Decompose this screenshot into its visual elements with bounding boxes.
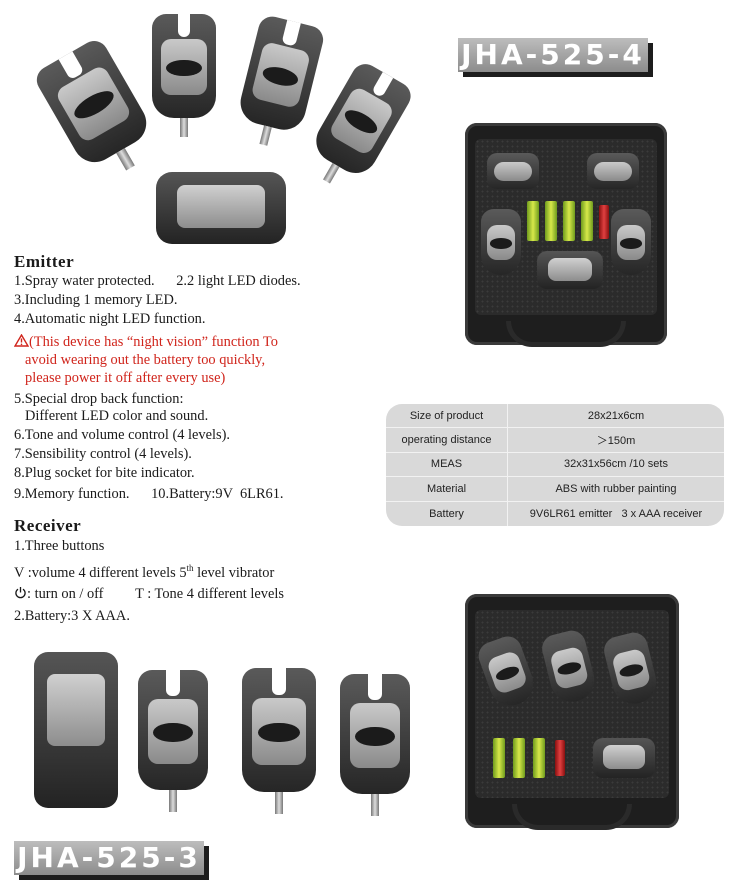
- spec-value: ＞150m: [596, 435, 636, 448]
- spec-value: 9V6LR61 emitter 3 x AAA receiver: [529, 507, 703, 520]
- model-banner-bottom: JHA-525-3: [14, 841, 204, 875]
- spec-label: MEAS: [386, 452, 508, 477]
- emitter-feature-line: 4.Automatic night LED function.: [14, 311, 206, 327]
- spec-value: 32x31x56cm /10 sets: [564, 458, 668, 471]
- spec-label: Material: [386, 477, 508, 501]
- top-case-photo: [465, 123, 667, 347]
- night-vision-warning: (This device has “night vision” function…: [13, 333, 278, 387]
- emitter-feature-list-continued: 5.Special drop back function: Different …: [14, 390, 284, 504]
- emitter-feature-line: 7.Sensibility control (4 levels).: [14, 446, 192, 462]
- bite-alarm-1: [138, 670, 208, 812]
- bite-alarm-4: [308, 58, 416, 184]
- emitter-feature-line: 6.Tone and volume control (4 levels).: [14, 427, 230, 443]
- bite-alarm-1: [31, 35, 155, 171]
- bite-alarm-2: [152, 14, 216, 137]
- table-row: Battery 9V6LR61 emitter 3 x AAA receiver: [386, 501, 724, 526]
- bite-alarm-2: [242, 668, 316, 815]
- receiver-feature-line: 1.Three buttons: [14, 538, 105, 554]
- receiver-feature-list: 1.Three buttons V :volume 4 different le…: [14, 537, 284, 626]
- spec-label: operating distance: [386, 428, 508, 452]
- warning-line: (This device has “night vision” function…: [29, 334, 278, 350]
- receiver-tone-text: T : Tone 4 different levels: [135, 585, 284, 602]
- receiver-device: [156, 172, 286, 244]
- receiver-power-text: : turn on / off: [27, 585, 104, 602]
- spec-value: ABS with rubber painting: [555, 482, 677, 495]
- warning-line: avoid wearing out the battery too quickl…: [25, 352, 266, 368]
- receiver-device: [34, 652, 118, 808]
- emitter-feature-line: 3.Including 1 memory LED.: [14, 292, 178, 308]
- bite-alarm-3: [235, 13, 327, 147]
- table-row: Material ABS with rubber painting: [386, 477, 724, 502]
- emitter-heading: Emitter: [14, 252, 75, 271]
- emitter-feature-line: 8.Plug socket for bite indicator.: [14, 465, 195, 481]
- model-banner-top: JHA-525-4: [458, 38, 648, 72]
- emitter-feature-line: 9.Memory function. 10.Battery:9V 6LR61.: [14, 486, 284, 502]
- emitter-feature-list: 1.Spray water protected. 2.2 light LED d…: [14, 272, 301, 329]
- receiver-feature-line: 2.Battery:3 X AAA.: [14, 607, 130, 624]
- table-row: operating distance ＞150m: [386, 428, 724, 453]
- top-product-photo: [31, 8, 430, 248]
- spec-label: Battery: [386, 501, 508, 526]
- bottom-case-photo: [465, 594, 679, 830]
- table-row: Size of product 28x21x6cm: [386, 404, 724, 429]
- emitter-feature-line: 1.Spray water protected. 2.2 light LED d…: [14, 273, 301, 289]
- warning-triangle-icon: [13, 333, 30, 347]
- bite-alarm-3: [340, 674, 410, 816]
- receiver-volume-suffix: level vibrator: [193, 564, 275, 581]
- warning-line: please power it off after every use): [25, 370, 226, 386]
- table-row: MEAS 32x31x56cm /10 sets: [386, 452, 724, 478]
- receiver-volume-sup: th: [186, 563, 194, 573]
- emitter-feature-line: Different LED color and sound.: [25, 408, 209, 424]
- receiver-volume-text: V :volume 4 different levels 5: [14, 564, 187, 581]
- spec-value: 28x21x6cm: [587, 409, 645, 422]
- power-icon: [15, 586, 26, 599]
- bottom-product-photo: [28, 648, 428, 834]
- emitter-feature-line: 5.Special drop back function:: [14, 391, 184, 407]
- spec-table: Size of product 28x21x6cm operating dist…: [386, 404, 724, 526]
- spec-label: Size of product: [386, 404, 508, 428]
- receiver-heading: Receiver: [14, 516, 82, 535]
